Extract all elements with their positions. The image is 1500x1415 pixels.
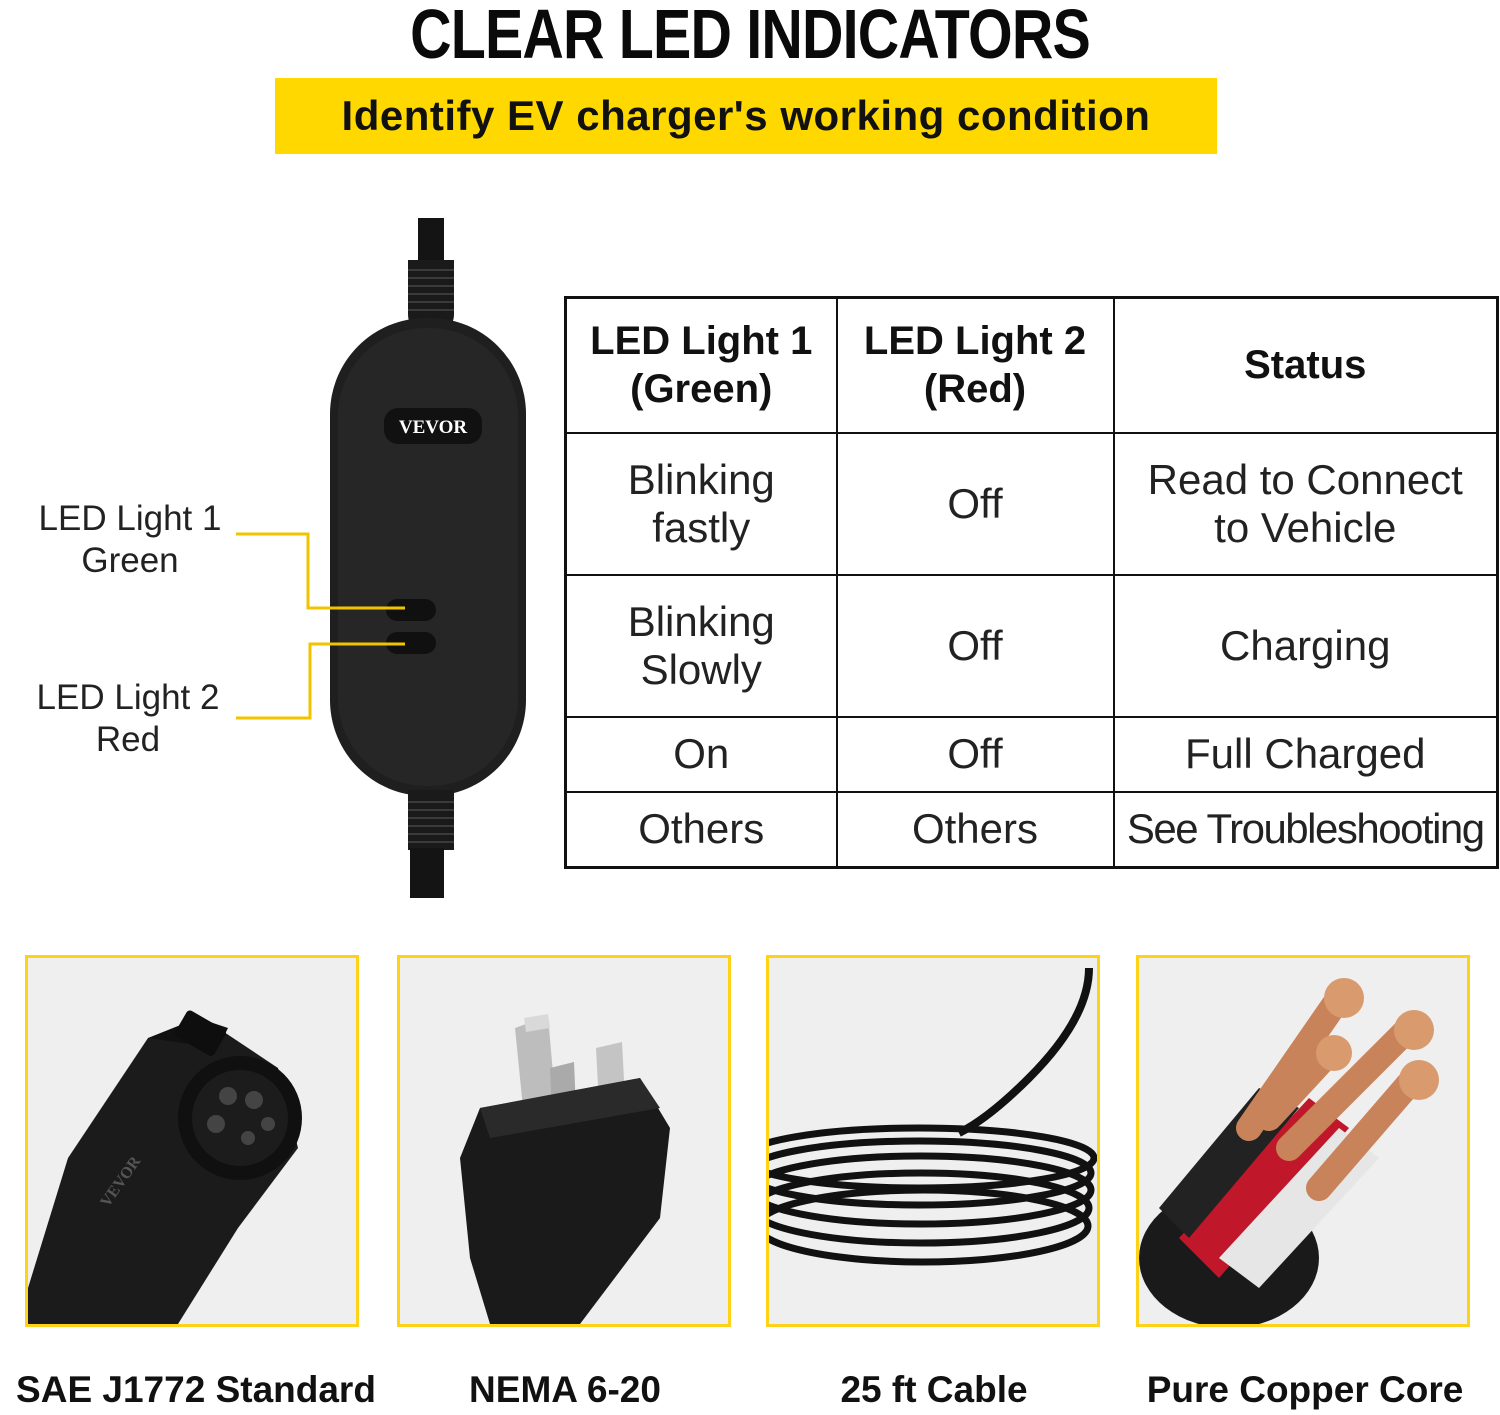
header-status: Status [1112, 296, 1499, 434]
table-cell: Charging [1112, 573, 1499, 718]
j1772-connector-icon: VEVOR [28, 958, 356, 1324]
table-row: Others Others See Troubleshooting [564, 790, 1499, 869]
feature-card-copper [1136, 955, 1470, 1327]
header-led-light-2: LED Light 2(Red) [835, 296, 1115, 434]
brand-logo: VEVOR [399, 417, 468, 438]
page-title: CLEAR LED INDICATORS [410, 0, 1091, 73]
table-cell: Others [835, 790, 1115, 869]
subtitle-text: Identify EV charger's working condition [341, 92, 1151, 139]
table-cell: Off [835, 715, 1115, 793]
led-light-1-label: LED Light 1 Green [38, 499, 222, 580]
caption-nema: NEMA 6-20 [469, 1369, 661, 1410]
table-cell: See Troubleshooting [1112, 790, 1499, 869]
table-cell: Full Charged [1112, 715, 1499, 793]
table-header-row: LED Light 1(Green) LED Light 2(Red) Stat… [564, 296, 1499, 434]
charger-control-box-icon: VEVOR [330, 218, 526, 898]
caption-copper: Pure Copper Core [1146, 1369, 1464, 1410]
table-cell: Off [835, 431, 1115, 576]
caption-cable: 25 ft Cable [840, 1369, 1028, 1410]
subtitle-banner: Identify EV charger's working condition [275, 78, 1217, 154]
copper-core-icon [1139, 958, 1467, 1324]
led-callout-lines [236, 532, 405, 720]
coiled-cable-icon [769, 958, 1097, 1324]
table-cell: Others [564, 790, 838, 869]
feature-card-nema [397, 955, 731, 1327]
table-row: On Off Full Charged [564, 715, 1499, 793]
header-led-light-1: LED Light 1(Green) [564, 296, 838, 434]
led-status-table: LED Light 1(Green) LED Light 2(Red) Stat… [564, 296, 1499, 869]
led-light-2-label: LED Light 2 Red [36, 678, 220, 759]
table-cell: On [564, 715, 838, 793]
feature-card-cable [766, 955, 1100, 1327]
caption-j1772: SAE J1772 Standard [16, 1369, 376, 1410]
table-cell: Off [835, 573, 1115, 718]
nema-plug-icon [400, 958, 728, 1324]
feature-card-j1772: VEVOR [25, 955, 359, 1327]
